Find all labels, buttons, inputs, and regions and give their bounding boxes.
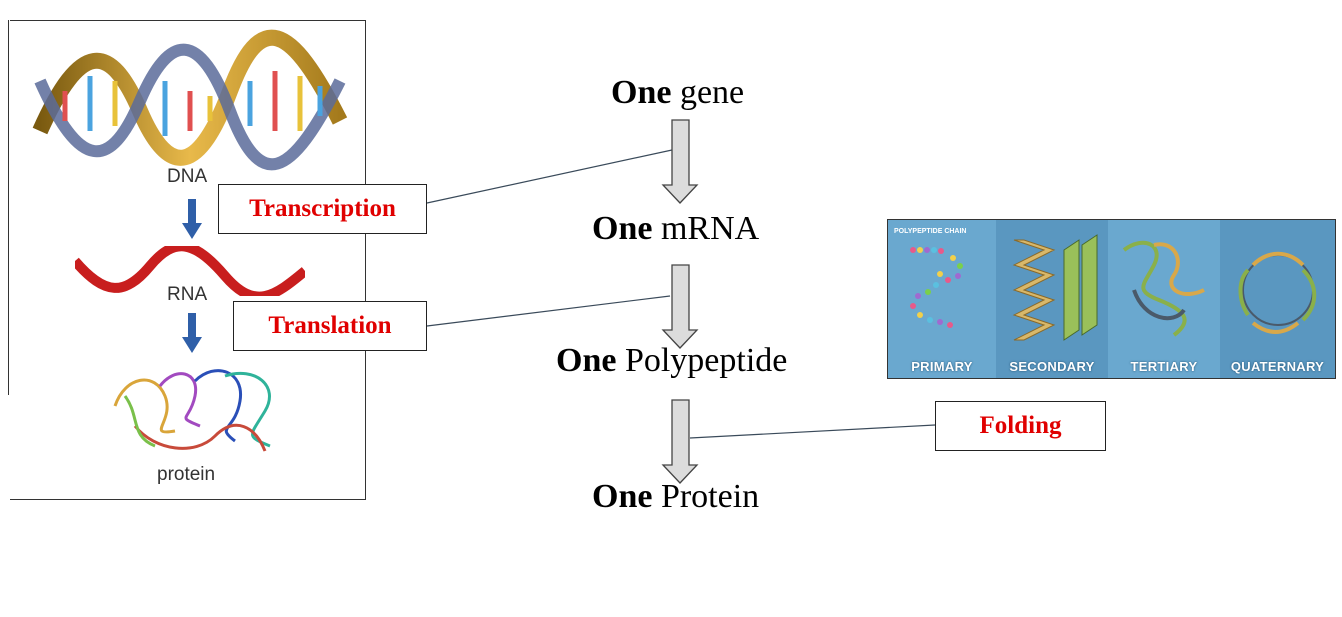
tertiary-fold-icon bbox=[1122, 240, 1205, 337]
step-gene-text: gene bbox=[671, 74, 745, 111]
step-protein-text: Protein bbox=[652, 478, 760, 515]
step-mrna-bold: One bbox=[592, 210, 653, 247]
secondary-helix-icon bbox=[1012, 234, 1098, 341]
central-dogma-illustration: DNA RNA protein bbox=[10, 20, 366, 500]
translation-callout: Translation bbox=[233, 301, 427, 351]
folding-callout: Folding bbox=[935, 401, 1106, 451]
down-arrow-icon bbox=[182, 199, 202, 239]
quaternary-label: QUATERNARY bbox=[1230, 359, 1325, 374]
rna-strand-image bbox=[75, 246, 305, 296]
step-gene: One gene bbox=[611, 74, 744, 112]
dna-label: DNA bbox=[167, 166, 208, 187]
step-polypeptide-text: Polypeptide bbox=[616, 342, 788, 379]
tertiary-label: TERTIARY bbox=[1130, 359, 1198, 374]
step-polypeptide: One Polypeptide bbox=[556, 342, 787, 380]
step-mrna-text: mRNA bbox=[652, 210, 760, 247]
polypeptide-chain-title: POLYPEPTIDE CHAIN bbox=[894, 228, 967, 235]
tertiary-structure-cell: TERTIARY bbox=[1108, 220, 1220, 378]
primary-chain-icon bbox=[910, 247, 963, 328]
left-panel-edge bbox=[8, 20, 9, 395]
quaternary-structure-cell: QUATERNARY bbox=[1220, 220, 1335, 378]
dna-double-helix-image bbox=[32, 29, 348, 171]
protein-structure-image bbox=[113, 369, 271, 452]
protein-structure-levels-image: POLYPEPTIDE CHAIN PRIMARY bbox=[887, 219, 1336, 379]
step-polypeptide-bold: One bbox=[556, 342, 617, 379]
protein-label: protein bbox=[157, 464, 216, 485]
transcription-callout: Transcription bbox=[218, 184, 427, 234]
rna-label: RNA bbox=[167, 284, 208, 305]
secondary-structure-cell: SECONDARY bbox=[996, 220, 1108, 378]
step-mrna: One mRNA bbox=[592, 210, 759, 248]
step-protein: One Protein bbox=[592, 478, 759, 516]
primary-label: PRIMARY bbox=[911, 359, 973, 374]
step-protein-bold: One bbox=[592, 478, 653, 515]
secondary-label: SECONDARY bbox=[1009, 359, 1095, 374]
step-gene-bold: One bbox=[611, 74, 672, 111]
down-arrow-icon bbox=[182, 313, 202, 353]
quaternary-complex-icon bbox=[1238, 251, 1317, 334]
primary-structure-cell: POLYPEPTIDE CHAIN PRIMARY bbox=[888, 220, 996, 378]
